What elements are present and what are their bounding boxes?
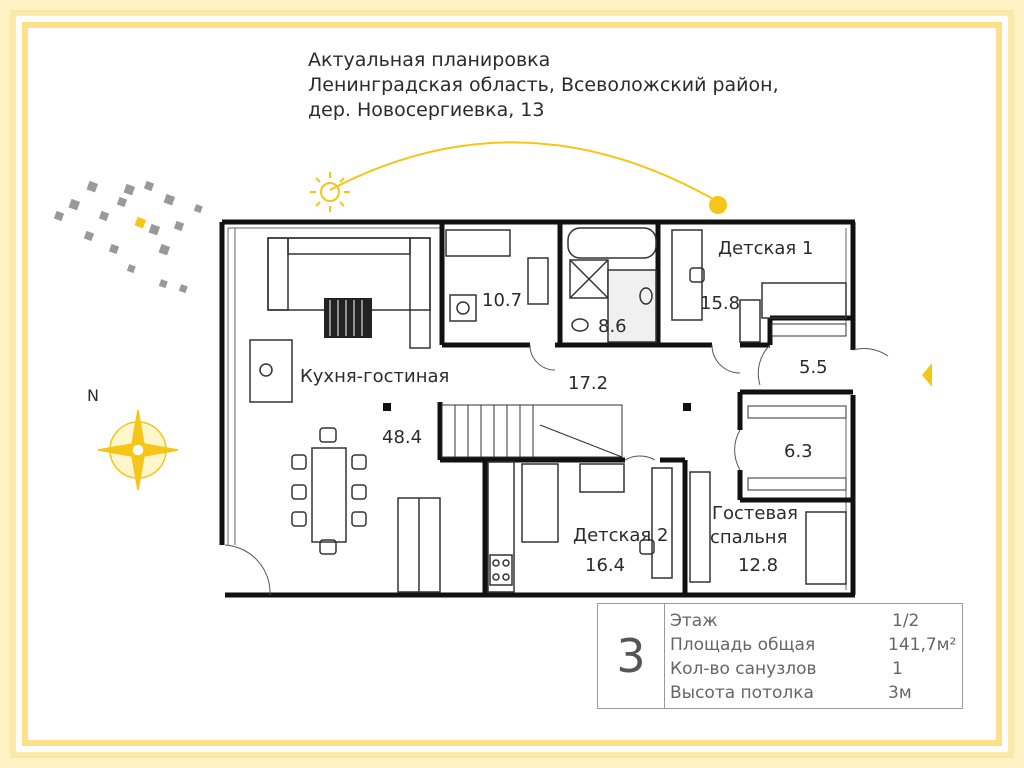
site-marker-icon bbox=[134, 216, 147, 229]
kitchen-cabinet bbox=[397, 461, 515, 593]
room-area-hall: 17.2 bbox=[568, 373, 609, 394]
ceiling-height-value: 3м bbox=[888, 683, 912, 703]
column-left bbox=[383, 403, 391, 411]
bathroom-count-label: Кол-во санузлов bbox=[670, 659, 817, 679]
room-area-kitchen: 10.7 bbox=[482, 290, 523, 311]
room-area-guest: 12.8 bbox=[738, 555, 779, 576]
staircase bbox=[441, 404, 623, 458]
sun-path-arc bbox=[329, 141, 716, 201]
kids2-furniture bbox=[521, 463, 673, 579]
total-area-label: Площадь общая bbox=[670, 635, 816, 655]
plan-address: дер. Новосергиевка, 13 bbox=[308, 99, 545, 121]
compass-rose-icon bbox=[97, 409, 179, 491]
entrance-arrow-icon bbox=[922, 363, 932, 387]
plan-region: Ленинградская область, Всеволожский райо… bbox=[308, 74, 779, 96]
room-name-kids1: Детская 1 bbox=[718, 238, 814, 259]
plan-title: Актуальная планировка bbox=[308, 49, 551, 71]
rug-stripes bbox=[329, 300, 363, 336]
guest-furniture bbox=[689, 471, 847, 585]
dining-table bbox=[311, 447, 347, 543]
total-area-value: 141,7м² bbox=[888, 635, 957, 655]
room-area-kids1: 15.8 bbox=[700, 293, 741, 314]
floor-label: Этаж bbox=[670, 611, 718, 631]
setting-sun-icon bbox=[709, 196, 727, 214]
room-name-guest-line1: Гостевая bbox=[712, 503, 798, 524]
kids1-furniture bbox=[671, 229, 847, 343]
rising-sun-icon bbox=[310, 172, 350, 212]
kitchen-fixtures bbox=[445, 229, 549, 322]
north-label: N bbox=[87, 386, 99, 405]
room-area-storage2: 6.3 bbox=[784, 441, 813, 462]
fireplace bbox=[249, 339, 293, 403]
column-right bbox=[683, 403, 691, 411]
floor-value: 1/2 bbox=[892, 611, 920, 631]
interior-walls bbox=[437, 222, 853, 595]
room-name-living-kitchen: Кухня-гостиная bbox=[300, 366, 450, 387]
sofa bbox=[267, 237, 431, 349]
bathroom-count-value: 1 bbox=[892, 659, 903, 679]
info-panel: 3 Этаж 1/2 Площадь общая 141,7м² Кол-во … bbox=[597, 603, 963, 709]
site-map-icon bbox=[53, 180, 203, 294]
stove bbox=[489, 554, 513, 586]
room-name-kids2: Детская 2 bbox=[573, 525, 669, 546]
exterior-walls bbox=[219, 219, 856, 598]
storage-shelves bbox=[747, 323, 847, 491]
room-area-bathroom: 8.6 bbox=[598, 316, 627, 337]
room-area-storage1: 5.5 bbox=[799, 357, 828, 378]
doors bbox=[224, 344, 889, 596]
bathroom-fixtures bbox=[567, 227, 657, 343]
room-area-living-kitchen: 48.4 bbox=[382, 427, 423, 448]
room-area-kids2: 16.4 bbox=[585, 555, 626, 576]
room-name-guest-line2: спальня bbox=[710, 527, 788, 548]
ceiling-height-label: Высота потолка bbox=[670, 683, 814, 703]
rug bbox=[324, 298, 372, 338]
plan-header: Актуальная планировка Ленинградская обла… bbox=[308, 48, 779, 123]
plan-number: 3 bbox=[598, 604, 665, 708]
dining-chairs bbox=[291, 427, 367, 555]
